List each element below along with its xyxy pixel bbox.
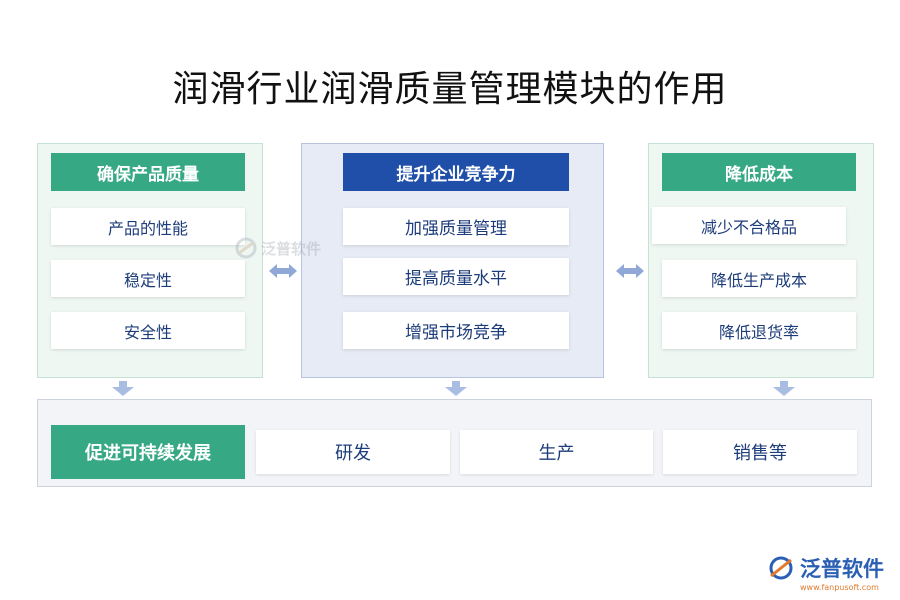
item-rnd: 研发 — [256, 430, 450, 474]
brand-logo: 泛普软件 — [768, 553, 884, 583]
header-sustainable: 促进可持续发展 — [51, 425, 245, 479]
watermark: 泛普软件 — [235, 237, 321, 259]
double-arrow-right — [616, 264, 644, 278]
brand-url: www.fanpusoft.com — [800, 583, 879, 592]
down-arrow-middle — [445, 381, 467, 396]
page-title: 润滑行业润滑质量管理模块的作用 — [172, 69, 728, 110]
down-arrow-left — [112, 381, 134, 396]
brand-logo-icon — [769, 556, 793, 580]
header-quality: 确保产品质量 — [51, 153, 245, 191]
item-strengthen-management: 加强质量管理 — [343, 208, 569, 245]
item-stability: 稳定性 — [51, 260, 245, 297]
header-competitiveness: 提升企业竞争力 — [343, 153, 569, 191]
double-arrow-left — [269, 264, 297, 278]
brand-name: 泛普软件 — [800, 557, 884, 581]
item-reduce-defects: 减少不合格品 — [652, 207, 846, 244]
item-improve-level: 提高质量水平 — [343, 258, 569, 295]
item-reduce-production-cost: 降低生产成本 — [662, 260, 856, 297]
item-performance: 产品的性能 — [51, 208, 245, 245]
item-sales: 销售等 — [663, 430, 857, 474]
header-cost: 降低成本 — [662, 153, 856, 191]
item-production: 生产 — [460, 430, 653, 474]
item-safety: 安全性 — [51, 312, 245, 349]
item-market-competition: 增强市场竞争 — [343, 312, 569, 349]
item-reduce-returns: 降低退货率 — [662, 312, 856, 349]
down-arrow-right — [773, 381, 795, 396]
watermark-text: 泛普软件 — [261, 239, 322, 258]
brand-logo-icon — [235, 237, 257, 259]
